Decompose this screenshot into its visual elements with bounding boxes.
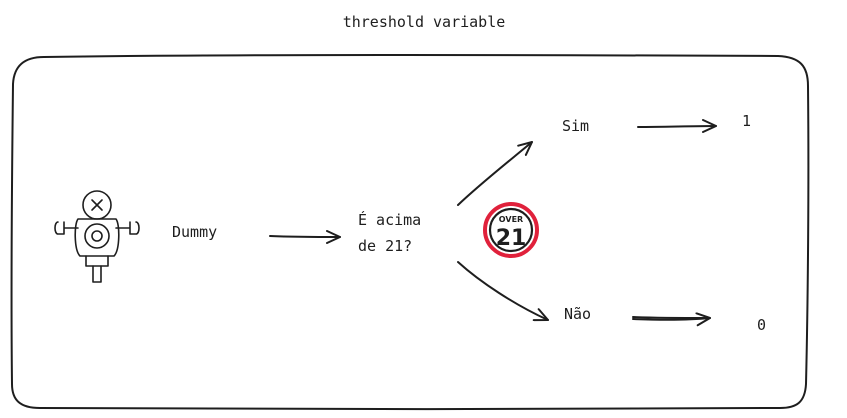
- diagram-frame: [10, 54, 810, 411]
- no-output: 0: [757, 316, 766, 334]
- yes-output: 1: [742, 112, 751, 130]
- arrow-input-to-question: [269, 229, 341, 244]
- question-line-2: de 21?: [358, 237, 412, 255]
- crash-test-dummy-icon: [54, 190, 140, 283]
- arrow-no-to-output-shaft: [632, 316, 709, 319]
- input-label: Dummy: [172, 223, 217, 241]
- arrow-yes-to-output: [637, 119, 717, 134]
- question-line-1: É acima: [358, 210, 421, 229]
- over-21-badge-icon: OVER 21: [483, 202, 539, 258]
- badge-top-text: OVER: [499, 215, 523, 224]
- badge-number: 21: [496, 226, 527, 251]
- arrow-no-to-output: [632, 312, 711, 327]
- arrow-question-to-no: [457, 261, 549, 322]
- arrow-question-to-yes: [457, 141, 533, 206]
- diagram-title: threshold variable: [343, 13, 506, 31]
- no-label: Não: [564, 305, 591, 323]
- yes-label: Sim: [562, 117, 589, 135]
